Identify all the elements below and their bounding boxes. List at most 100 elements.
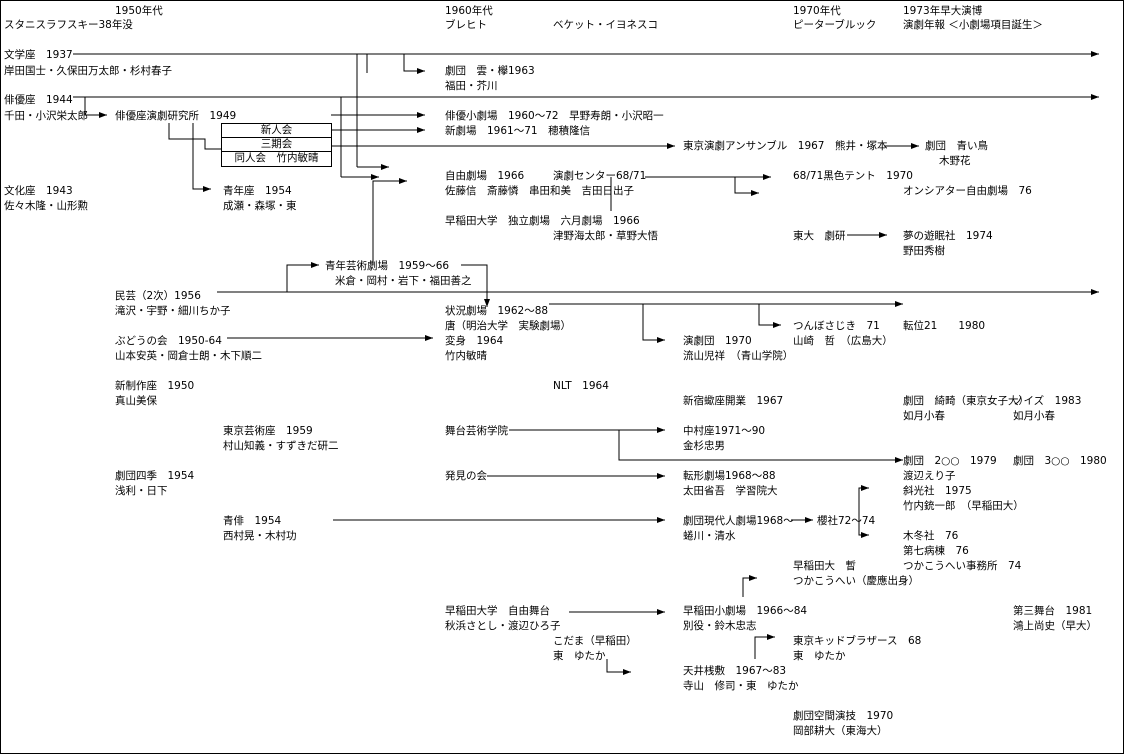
- nakamuraza-member: 金杉忠男: [683, 440, 725, 452]
- seinenza-title: 青年座 1954: [223, 185, 292, 197]
- seihai-title: 青俳 1954: [223, 515, 282, 527]
- tenjo-title: 天井桟敷 1967～83: [683, 665, 787, 677]
- shinseisakuza-member: 真山美保: [115, 395, 157, 407]
- kodama-title: こだま（早稲田）: [553, 635, 637, 647]
- nakamuraza-title: 中村座1971～90: [683, 425, 766, 437]
- gekidan-300: 劇団 3○○ 1980: [1013, 455, 1107, 467]
- tokyo-geijutsuza-members: 村山知義・すずきだ研二: [223, 440, 339, 452]
- bungakuza-title: 文学座 1937: [4, 49, 73, 61]
- era-1970-label: 1970年代: [793, 5, 841, 17]
- daisan-butai-member: 鴻上尚史（早大）: [1013, 620, 1097, 632]
- mokutosha: 木冬社 76: [903, 530, 959, 542]
- aoitori-member: 木野花: [939, 155, 971, 167]
- shingekijo: 新劇場 1961～71 穂積隆信: [445, 125, 591, 137]
- engekidan-title: 演劇団 1970: [683, 335, 752, 347]
- todai-gekiken: 東大 劇研: [793, 230, 846, 242]
- budounokai-members: 山本安英・岡倉士朗・木下順二: [115, 350, 262, 362]
- bunkaza-members: 佐々木隆・山形勲: [4, 200, 88, 212]
- haiyu-shogekijo: 俳優小劇場 1960～72 早野寿朗・小沢昭一: [445, 110, 664, 122]
- tenkei-member: 太田省吾 学習院大: [683, 485, 778, 497]
- jiyugekijo-members: 佐藤信 斎藤憐 串田和美 吉田日出子: [445, 185, 634, 197]
- kuukan-member: 岡部耕大（東海大）: [793, 725, 888, 737]
- yume-yuminsha-member: 野田秀樹: [903, 245, 945, 257]
- sakurasha: 櫻社72～74: [817, 515, 876, 527]
- jokyo-members: 唐（明治大学 実験劇場）: [445, 320, 571, 332]
- engekidan-member: 流山児祥 （青山学院）: [683, 350, 794, 362]
- tsunpo-member: 山崎 哲 （広島大）: [793, 335, 893, 347]
- tsuka-jimusho: つかこうへい事務所 74: [903, 560, 1022, 572]
- tenkei-title: 転形劇場1968～88: [683, 470, 776, 482]
- haiyuza-members: 千田・小沢栄太郎: [4, 110, 88, 122]
- takeuchi-juichiro: 竹内銃一郎 （早稲田大）: [903, 500, 1024, 512]
- tokyo-geijutsuza-title: 東京芸術座 1959: [223, 425, 313, 437]
- daisan-butai-title: 第三舞台 1981: [1013, 605, 1093, 617]
- waseda-dokuritsu: 早稲田大学 独立劇場 六月劇場 1966: [445, 215, 640, 227]
- henshin-member: 竹内敏晴: [445, 350, 487, 362]
- waseda-sho-members: 別役・鈴木忠志: [683, 620, 757, 632]
- yume-yuminsha-title: 夢の遊眠社 1974: [903, 230, 993, 242]
- shiki-members: 浅利・日下: [115, 485, 168, 497]
- seinen-geijutsu-members: 米倉・岡村・岩下・福田善之: [335, 275, 472, 287]
- waseda-chika: 早稲田大 暫: [793, 560, 856, 572]
- gendaijin-title: 劇団現代人劇場1968～: [683, 515, 794, 527]
- noise-title: ノイズ 1983: [1013, 395, 1082, 407]
- era-1950-label: 1950年代: [115, 5, 163, 17]
- tokyo-kid-member: 東 ゆたか: [793, 650, 846, 662]
- shiki-title: 劇団四季 1954: [115, 470, 195, 482]
- seihai-members: 西村晃・木村功: [223, 530, 297, 542]
- era-1960-label: 1960年代: [445, 5, 493, 17]
- sankikai-label: 三期会: [222, 138, 331, 152]
- almanac-label: 演劇年報 ＜小劇場項目誕生＞: [903, 19, 1043, 31]
- doujinkai-label: 同人会 竹内敏晴: [234, 152, 319, 164]
- shinjuku-bunka: 新宿蠍座開業 1967: [683, 395, 784, 407]
- shakousha: 斜光社 1975: [903, 485, 972, 497]
- brook-label: ピーターブルック: [793, 19, 877, 31]
- seinenza-members: 成瀬・森塚・東: [223, 200, 297, 212]
- kumo-title: 劇団 雲・欅1963: [445, 65, 535, 77]
- henshin-title: 変身 1964: [445, 335, 504, 347]
- kumo-members: 福田・芥川: [445, 80, 498, 92]
- brecht-label: ブレヒト: [445, 19, 487, 31]
- watanabe-eriko: 渡辺えり子: [903, 470, 956, 482]
- waseda-jiyu-members: 秋浜さとし・渡辺ひろ子: [445, 620, 561, 632]
- noise-member: 如月小春: [1013, 410, 1055, 422]
- haiyuza-title: 俳優座 1944: [4, 94, 73, 106]
- waseda-expo-label: 1973年早大演博: [903, 5, 983, 17]
- waseda-jiyu-title: 早稲田大学 自由舞台: [445, 605, 550, 617]
- mingei-members: 滝沢・宇野・細川ちか子: [115, 305, 231, 317]
- kodama-member: 東 ゆたか: [553, 650, 606, 662]
- kaimei-member: 如月小春: [903, 410, 945, 422]
- engeki-center: 演劇センター68/71: [553, 170, 647, 182]
- tokyo-kid-title: 東京キッドブラザース 68: [793, 635, 922, 647]
- gendaijin-members: 蜷川・清水: [683, 530, 736, 542]
- jokyo-title: 状況劇場 1962～88: [445, 305, 549, 317]
- dainana-byoto: 第七病棟 76: [903, 545, 969, 557]
- haiyuza-branch-box: 新人会 三期会 同人会 竹内敏晴: [221, 123, 332, 167]
- hakken-no-kai: 発見の会: [445, 470, 487, 482]
- shinseisakuza-title: 新制作座 1950: [115, 380, 195, 392]
- mingei-title: 民芸（2次）1956: [115, 290, 201, 302]
- budounokai-title: ぶどうの会 1950-64: [115, 335, 222, 347]
- beckett-label: ベケット・イヨネスコ: [553, 19, 658, 31]
- waseda-sho-title: 早稲田小劇場 1966～84: [683, 605, 808, 617]
- tsunpo-title: つんぼさじき 71: [793, 320, 880, 332]
- bungakuza-members: 岸田国士・久保田万太郎・杉村春子: [4, 65, 172, 77]
- on-theatre: オンシアター自由劇場 76: [903, 185, 1032, 197]
- shinjinkai-label: 新人会: [222, 124, 331, 138]
- butai-geijutsu: 舞台芸術学院: [445, 425, 508, 437]
- teni21: 転位21 1980: [903, 320, 986, 332]
- stanislavsky-label: スタニスラフスキー38年没: [4, 19, 133, 31]
- jiyugekijo-title: 自由劇場 1966: [445, 170, 525, 182]
- seinen-geijutsu-title: 青年芸術劇場 1959～66: [325, 260, 450, 272]
- gekidan-200: 劇団 2○○ 1979: [903, 455, 997, 467]
- tokyo-ensemble: 東京演劇アンサンブル 1967 熊井・塚本: [683, 140, 888, 152]
- nlt: NLT 1964: [553, 380, 609, 392]
- aoitori-title: 劇団 青い鳥: [925, 140, 988, 152]
- tsuka-member: つかこうへい（慶應出身）: [793, 575, 919, 587]
- tenjo-members: 寺山 修司・東 ゆたか: [683, 680, 799, 692]
- tsuno-akiyama: 津野海太郎・草野大悟: [553, 230, 658, 242]
- kuukan-title: 劇団空間演技 1970: [793, 710, 894, 722]
- kokushoku-tent: 68/71黒色テント 1970: [793, 170, 913, 182]
